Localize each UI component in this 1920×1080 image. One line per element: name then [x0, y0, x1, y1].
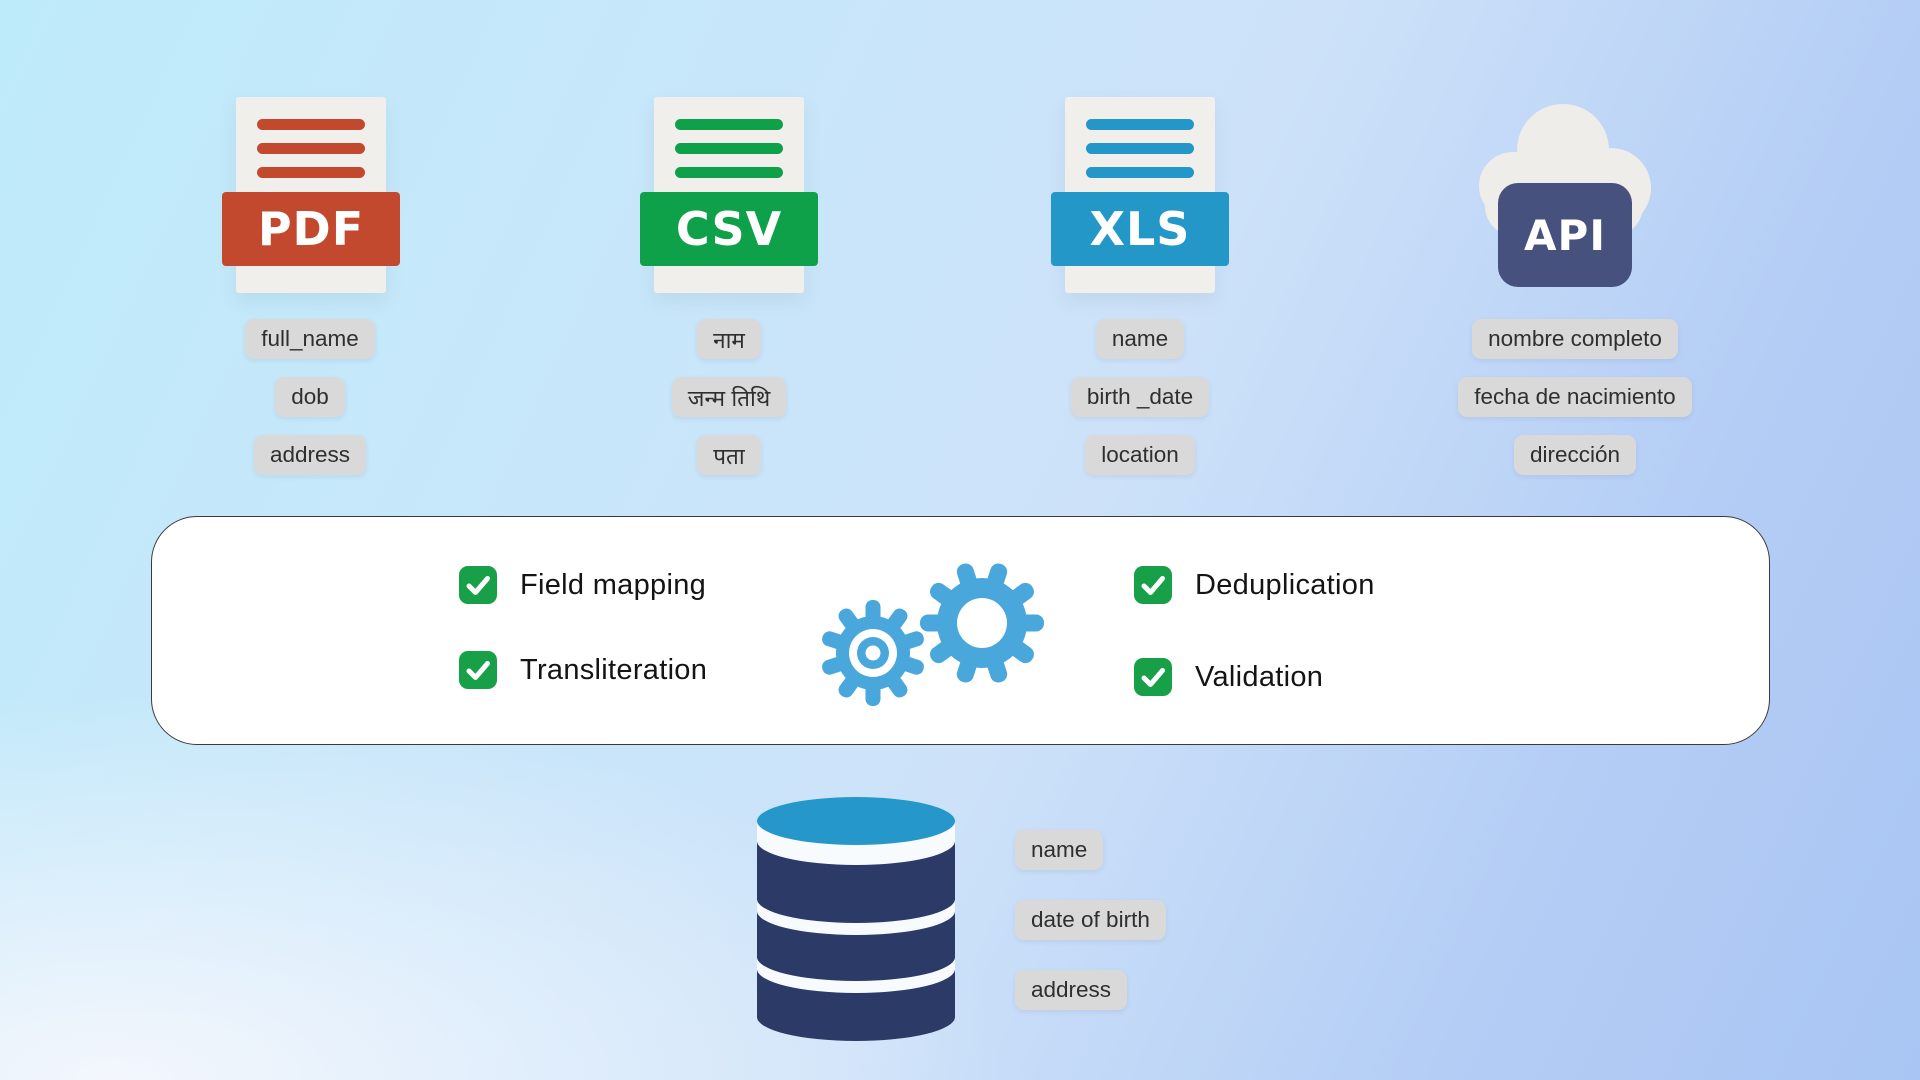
field-pill: नाम — [697, 319, 761, 359]
csv-text-line — [675, 167, 783, 178]
xls-text-line — [1086, 143, 1194, 154]
xls-fields: name birth _date location — [980, 319, 1300, 475]
process-item-label: Deduplication — [1195, 568, 1375, 601]
database-icon — [757, 797, 955, 1041]
pdf-label: PDF — [222, 192, 400, 266]
process-item-label: Transliteration — [520, 653, 708, 686]
field-pill: full_name — [245, 319, 375, 359]
field-pill: location — [1085, 435, 1195, 475]
checkbox-checked-icon — [459, 651, 497, 689]
field-pill: address — [253, 435, 367, 475]
api-fields: nombre completo fecha de nacimiento dire… — [1415, 319, 1735, 475]
csv-label: CSV — [640, 192, 818, 266]
pdf-fields: full_name dob address — [150, 319, 470, 475]
process-item-deduplication: Deduplication — [1134, 566, 1375, 604]
csv-fields: नाम जन्म तिथि पता — [569, 319, 889, 475]
pdf-text-line — [257, 119, 365, 130]
field-pill: birth _date — [1070, 377, 1210, 417]
checkbox-checked-icon — [1134, 658, 1172, 696]
checkbox-checked-icon — [459, 566, 497, 604]
checkbox-checked-icon — [1134, 566, 1172, 604]
xls-label: XLS — [1051, 192, 1229, 266]
process-item-label: Validation — [1195, 660, 1324, 693]
field-pill: date of birth — [1015, 900, 1166, 940]
field-pill: dirección — [1513, 435, 1637, 475]
field-pill: fecha de nacimiento — [1458, 377, 1692, 417]
field-pill: name — [1095, 319, 1185, 359]
process-item-field-mapping: Field mapping — [459, 566, 706, 604]
field-pill: nombre completo — [1472, 319, 1678, 359]
field-pill: address — [1015, 970, 1128, 1010]
field-pill: पता — [697, 435, 761, 475]
gears-icon — [822, 563, 1044, 706]
xls-text-line — [1086, 119, 1194, 130]
process-item-label: Field mapping — [520, 568, 707, 601]
field-pill: जन्म तिथि — [671, 377, 787, 417]
csv-text-line — [675, 119, 783, 130]
processing-box: Field mapping Transliteration Deduplicat… — [151, 516, 1770, 745]
csv-text-line — [675, 143, 783, 154]
csv-file-icon: CSV — [640, 97, 818, 293]
pdf-text-line — [257, 143, 365, 154]
field-pill: dob — [275, 377, 345, 417]
pdf-file-icon: PDF — [222, 97, 400, 293]
api-cloud-icon: API — [1463, 96, 1663, 292]
process-item-validation: Validation — [1134, 658, 1323, 696]
field-pill: name — [1015, 830, 1104, 870]
xls-file-icon: XLS — [1051, 97, 1229, 293]
process-item-transliteration: Transliteration — [459, 651, 707, 689]
database-fields: name date of birth address — [1015, 830, 1375, 1010]
pdf-text-line — [257, 167, 365, 178]
api-label: API — [1498, 183, 1632, 287]
xls-text-line — [1086, 167, 1194, 178]
